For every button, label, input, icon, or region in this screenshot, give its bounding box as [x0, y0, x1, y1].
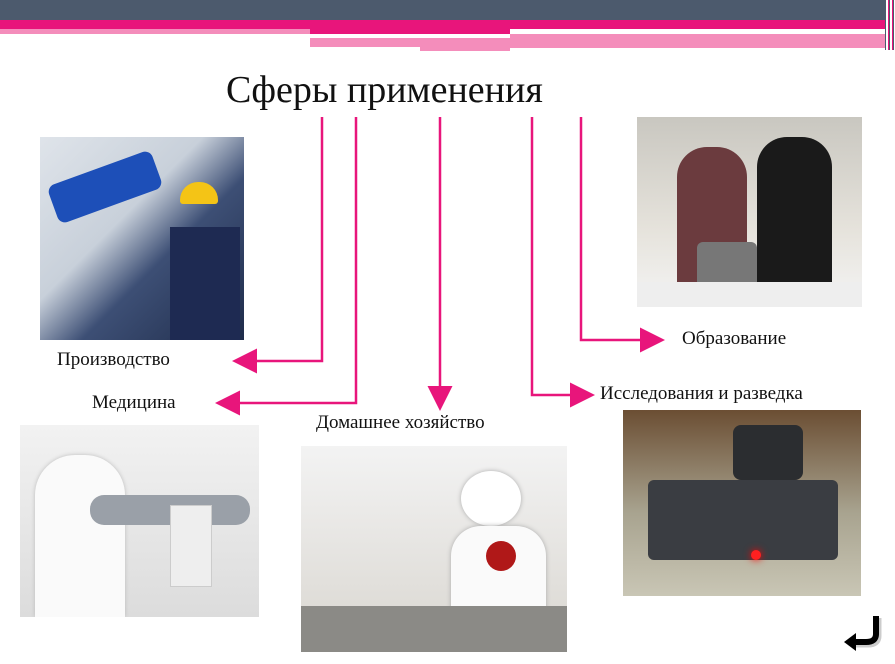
- arrow-education: [579, 117, 665, 353]
- label-household: Домашнее хозяйство: [316, 412, 485, 433]
- research-photo: [623, 410, 861, 596]
- label-research: Исследования и разведка: [600, 383, 803, 404]
- household-photo: [301, 446, 567, 652]
- label-education: Образование: [682, 328, 787, 349]
- manufacturing-photo: [40, 137, 244, 340]
- arrow-research: [530, 117, 595, 408]
- return-arrow-icon: [844, 616, 882, 651]
- education-photo: [637, 117, 862, 307]
- label-manufacturing: Производство: [57, 349, 170, 370]
- return-arrow-button[interactable]: [840, 612, 884, 652]
- arrow-medicine: [215, 117, 358, 416]
- slide-title: Сферы применения: [226, 69, 543, 111]
- medicine-photo: [20, 425, 259, 617]
- arrow-manufacturing: [232, 117, 324, 374]
- label-medicine: Медицина: [92, 392, 176, 413]
